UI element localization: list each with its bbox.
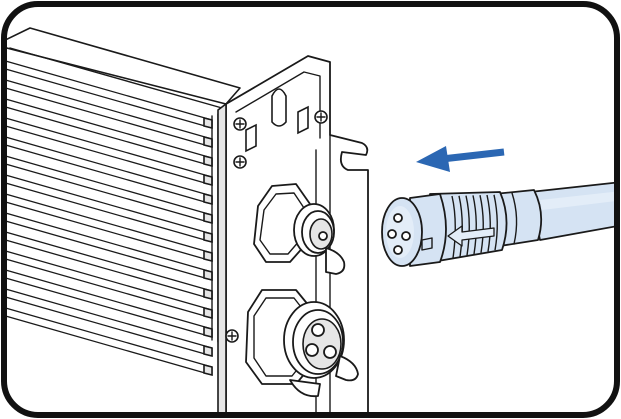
grip-rib <box>493 194 498 251</box>
insertion-arrow-icon <box>416 146 505 172</box>
grip-rib <box>479 195 484 253</box>
screw-top-right-icon <box>314 110 328 124</box>
cooling-fin-tip <box>203 306 213 320</box>
plug-face-inner <box>386 206 414 258</box>
cable <box>529 179 617 241</box>
plug-pin-bottom <box>393 245 403 255</box>
grip-rib <box>472 195 477 255</box>
cooling-fin-tip <box>203 268 213 282</box>
mounting-plate <box>217 55 369 415</box>
cooling-fin-tip <box>203 325 213 339</box>
cooling-fin-tip <box>203 173 213 187</box>
grip-rib <box>458 195 463 257</box>
cooling-fin-tip <box>203 116 213 130</box>
grip-rib <box>451 195 456 259</box>
plate-window-left <box>245 123 257 153</box>
cooling-fin-tip <box>203 249 213 263</box>
keyhole-slot <box>271 88 287 127</box>
diagram-content <box>4 27 617 415</box>
plate-edge <box>217 102 227 415</box>
lower-socket-hole-right <box>323 345 337 359</box>
cooling-fin-tip <box>203 363 213 377</box>
plate-window-right <box>297 105 309 135</box>
lower-socket-lug <box>289 379 321 398</box>
cooling-fin-tip <box>203 344 213 358</box>
screw-bottom-left-icon <box>225 329 239 343</box>
cooling-fins <box>4 57 213 377</box>
plug-arrow-mark-icon <box>447 225 495 247</box>
plug-pin-top <box>393 213 403 223</box>
cooling-fin-tip <box>203 287 213 301</box>
upper-socket-tab <box>325 247 346 275</box>
lower-socket-hole-top <box>311 323 325 337</box>
plug-pin-left <box>387 229 397 239</box>
cooling-fin-tip <box>203 135 213 149</box>
cooling-fin-tip <box>203 192 213 206</box>
screw-mid-left-icon <box>233 155 247 169</box>
cooling-fin-tip <box>203 211 213 225</box>
plug-body <box>429 191 508 263</box>
grip-rib <box>465 195 470 256</box>
lower-socket <box>245 289 359 398</box>
heatsink-body <box>4 27 241 377</box>
plug-strain-relief-ring <box>511 192 518 245</box>
upper-socket-pin <box>318 231 328 241</box>
lower-socket-hole-left <box>305 343 319 357</box>
upper-socket <box>253 183 346 275</box>
plug-pin-right <box>401 231 411 241</box>
grip-rib <box>486 194 491 252</box>
lower-socket-tab <box>335 355 359 382</box>
cable-plug <box>381 179 617 267</box>
heatsink-top-face <box>4 27 241 105</box>
cooling-fin-tip <box>203 230 213 244</box>
plug-sleeve-key <box>421 237 433 251</box>
cooling-fin-tip <box>203 154 213 168</box>
plate-inner-rim <box>235 71 321 139</box>
plug-grip-ribs <box>451 194 498 259</box>
arrow-shaft <box>441 148 505 163</box>
arrow-head <box>416 146 450 172</box>
screw-top-left-icon <box>233 117 247 131</box>
heatsink-top-rail <box>9 47 223 109</box>
